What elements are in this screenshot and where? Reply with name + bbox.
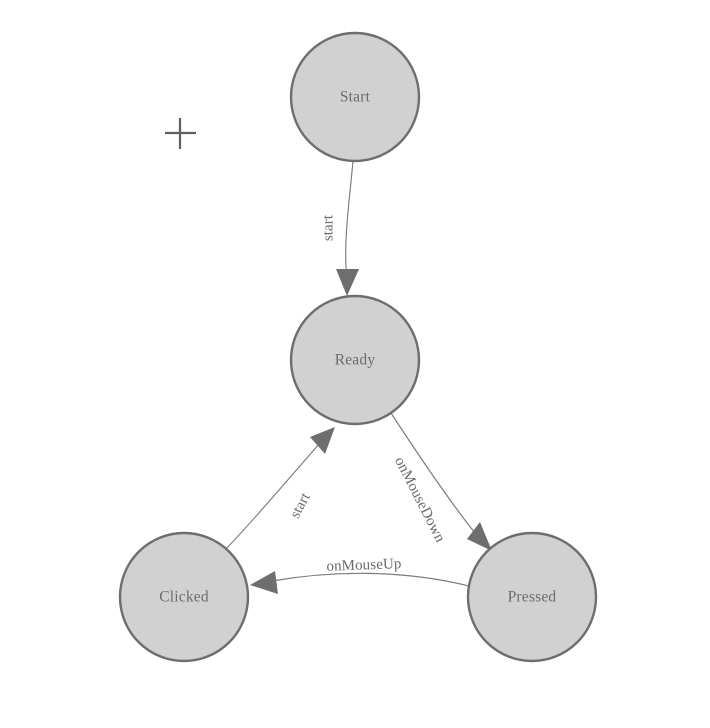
node-pressed[interactable]: Pressed [466,531,598,663]
node-shape [289,31,421,163]
arrow-head-icon [467,522,492,551]
node-label: Ready [335,352,376,369]
node-start[interactable]: Start [289,31,421,163]
edge-label-ready-to-pressed: onMouseDown [391,454,448,545]
edge-label-pressed-to-clicked: onMouseUp [326,556,402,575]
edge-line [345,160,354,279]
node-clicked[interactable]: Clicked [118,531,250,663]
edge-label-clicked-to-ready: start [287,490,314,521]
edge-ready-to-pressed[interactable] [390,412,492,551]
edge-line [271,572,470,587]
arrow-head-icon [250,571,278,594]
node-shape [289,294,421,426]
arrow-head-icon [310,427,335,454]
edge-start-to-ready[interactable] [336,160,359,296]
edge-line [225,442,321,550]
edge-pressed-to-clicked[interactable] [250,571,470,594]
edge-clicked-to-ready[interactable] [225,427,335,550]
crosshair-icon [165,118,196,149]
node-label: Pressed [508,589,557,606]
node-label: Clicked [159,589,209,606]
node-ready[interactable]: Ready [289,294,421,426]
node-shape [118,531,250,663]
edge-line [390,412,480,539]
node-shape [466,531,598,663]
node-label: Start [340,89,371,106]
arrow-head-icon [336,269,359,296]
edge-label-start-to-ready: start [320,214,336,241]
